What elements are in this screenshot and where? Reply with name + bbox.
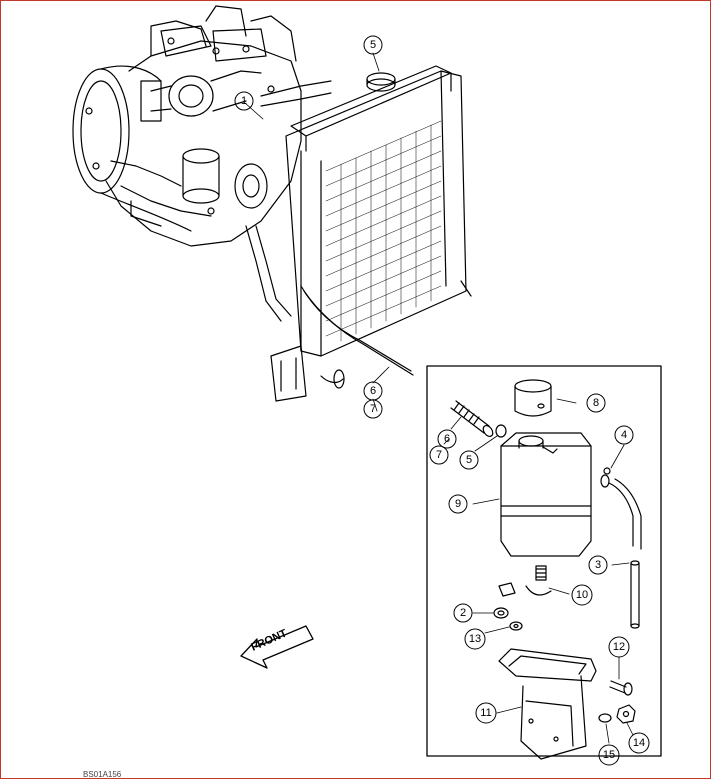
callout-inset-9: 9 (448, 494, 468, 514)
svg-text:2: 2 (460, 607, 466, 619)
lower-nut (616, 704, 636, 724)
tank-cap (514, 379, 552, 417)
callouts: 1 5 6 7 8 4 6 5 (234, 35, 650, 766)
reserve-tank (500, 432, 592, 557)
callout-inset-15: 15 (598, 744, 620, 766)
svg-text:5: 5 (466, 454, 472, 466)
svg-text:12: 12 (613, 641, 625, 653)
callout-inset-11: 11 (475, 702, 497, 724)
nut (493, 607, 509, 619)
figure-code: BS01A156 (83, 770, 122, 779)
callout-inset-6: 6 (437, 429, 457, 449)
front-arrow: FRONT (240, 625, 314, 669)
small-clamp (603, 467, 611, 475)
svg-text:9: 9 (455, 498, 461, 510)
callout-inset-3: 3 (588, 555, 608, 575)
svg-text:11: 11 (480, 707, 491, 719)
callout-inset-2: 2 (453, 603, 473, 623)
callout-inset-5: 5 (459, 450, 479, 470)
detail-inset-box (426, 365, 662, 757)
front-label: FRONT (249, 627, 289, 653)
tank-hose (600, 474, 642, 629)
callout-inset-13: 13 (464, 628, 486, 650)
svg-text:6: 6 (444, 433, 450, 445)
svg-text:3: 3 (595, 559, 601, 571)
leader-lines (244, 52, 634, 744)
svg-text:6: 6 (370, 385, 376, 397)
svg-text:15: 15 (603, 749, 615, 761)
callout-main-6: 6 (363, 381, 383, 401)
bolt (609, 680, 633, 696)
callout-main-5: 5 (363, 35, 383, 55)
overflow-hose (450, 400, 494, 438)
callout-inset-7: 7 (429, 445, 449, 465)
svg-text:14: 14 (633, 737, 645, 749)
callout-inset-14: 14 (628, 732, 650, 754)
tank-bracket (498, 648, 597, 760)
svg-text:8: 8 (593, 397, 599, 409)
callout-inset-8: 8 (586, 393, 606, 413)
callout-inset-12: 12 (608, 636, 630, 658)
washer (509, 621, 523, 631)
svg-text:13: 13 (469, 633, 481, 645)
svg-text:4: 4 (621, 429, 627, 441)
drain-fitting (498, 565, 552, 597)
lower-washer (598, 713, 612, 723)
svg-text:10: 10 (576, 589, 588, 601)
svg-text:1: 1 (241, 95, 247, 107)
callout-main-1: 1 (234, 91, 254, 111)
callout-inset-10: 10 (571, 584, 593, 606)
callout-main-7: 7 (363, 399, 383, 419)
hose-clamp (495, 424, 507, 438)
svg-text:7: 7 (436, 449, 442, 461)
radiator (270, 65, 472, 402)
svg-text:7: 7 (370, 403, 376, 415)
engine-block (72, 5, 332, 322)
callout-inset-4: 4 (614, 425, 634, 445)
svg-text:5: 5 (370, 39, 376, 51)
